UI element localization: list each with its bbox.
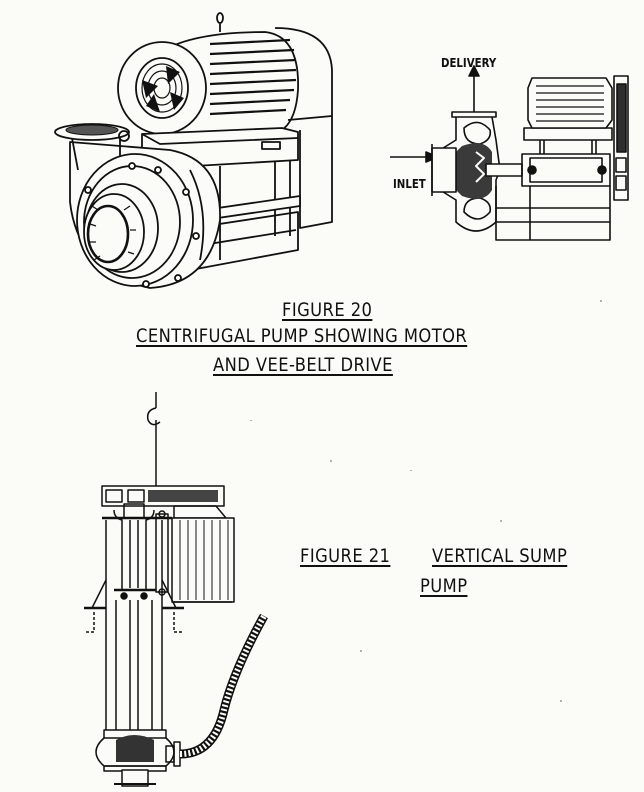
figure-20-caption-line1: CENTRIFUGAL PUMP SHOWING MOTOR xyxy=(136,325,468,347)
scan-noise xyxy=(500,520,502,522)
inlet-label: INLET xyxy=(393,177,426,191)
vertical-sump-pump-drawing xyxy=(84,392,268,787)
figure-21-title: FIGURE 21 xyxy=(300,545,391,567)
scan-noise xyxy=(360,650,362,652)
scan-noise xyxy=(250,420,252,421)
delivery-label: DELIVERY xyxy=(441,56,497,70)
centrifugal-pump-section-drawing xyxy=(390,65,629,241)
figure-20-title: FIGURE 20 xyxy=(282,299,373,321)
scan-noise xyxy=(560,700,562,702)
figure-21-caption-part2: PUMP xyxy=(420,575,468,597)
scan-noise xyxy=(600,300,602,302)
figure-20-caption-line2: AND VEE-BELT DRIVE xyxy=(213,354,393,376)
scan-noise xyxy=(330,460,332,462)
scan-noise xyxy=(410,470,412,471)
centrifugal-pump-perspective-drawing xyxy=(54,12,333,289)
figure-21-caption-part1: VERTICAL SUMP xyxy=(432,545,568,567)
flexible-hose xyxy=(179,613,268,759)
